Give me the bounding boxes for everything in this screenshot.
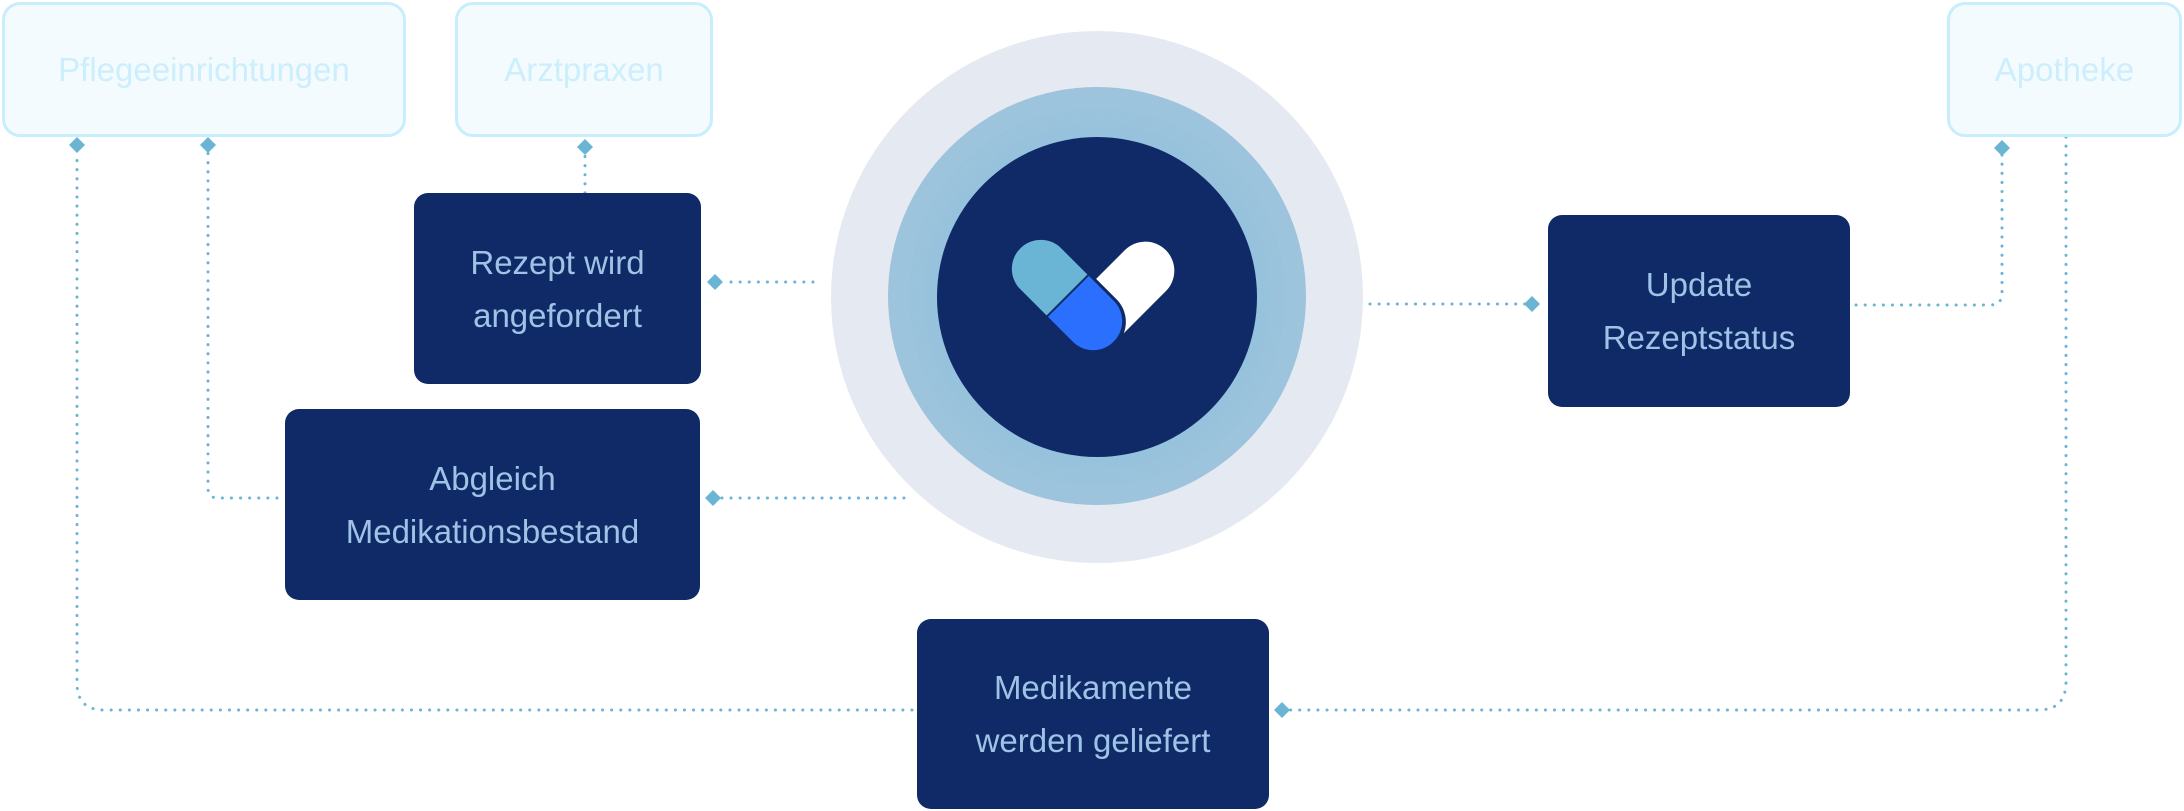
node-label: Pflegeeinrichtungen bbox=[58, 50, 350, 88]
node-abgleich-medikationsbestand: Abgleich Medikationsbestand bbox=[285, 409, 700, 600]
node-apotheke: Apotheke bbox=[1947, 2, 2182, 137]
diamond-pflege-inner bbox=[200, 137, 216, 153]
connector-abgleich-pflege bbox=[206, 150, 279, 500]
node-rezept-wird-angefordert: Rezept wird angefordert bbox=[414, 193, 701, 384]
diamond-apotheke bbox=[1994, 140, 2010, 156]
node-pflegeeinrichtungen: Pflegeeinrichtungen bbox=[2, 2, 406, 137]
node-label: Rezept wird angefordert bbox=[470, 243, 645, 334]
node-label: Apotheke bbox=[1994, 50, 2135, 88]
node-label: Arztpraxen bbox=[504, 50, 664, 88]
node-update-rezeptstatus: Update Rezeptstatus bbox=[1548, 215, 1850, 407]
node-arztpraxen: Arztpraxen bbox=[455, 2, 713, 137]
pill-heart-logo-icon bbox=[1004, 232, 1175, 362]
diamond-pflege-outer bbox=[69, 137, 85, 153]
diamond-arztpraxen bbox=[577, 139, 593, 155]
connector-update-apotheke bbox=[1854, 153, 2004, 307]
diamond-rezept-left bbox=[707, 274, 723, 290]
diamond-lieferung bbox=[1274, 702, 1290, 718]
node-label: Update Rezeptstatus bbox=[1602, 266, 1796, 356]
diamond-update-right bbox=[1524, 296, 1540, 312]
diamond-abgleich-left bbox=[705, 490, 721, 506]
node-medikamente-werden-geliefert: Medikamente werden geliefert bbox=[917, 619, 1269, 809]
node-label: Medikamente werden geliefert bbox=[975, 669, 1211, 759]
node-label: Abgleich Medikationsbestand bbox=[345, 459, 640, 550]
